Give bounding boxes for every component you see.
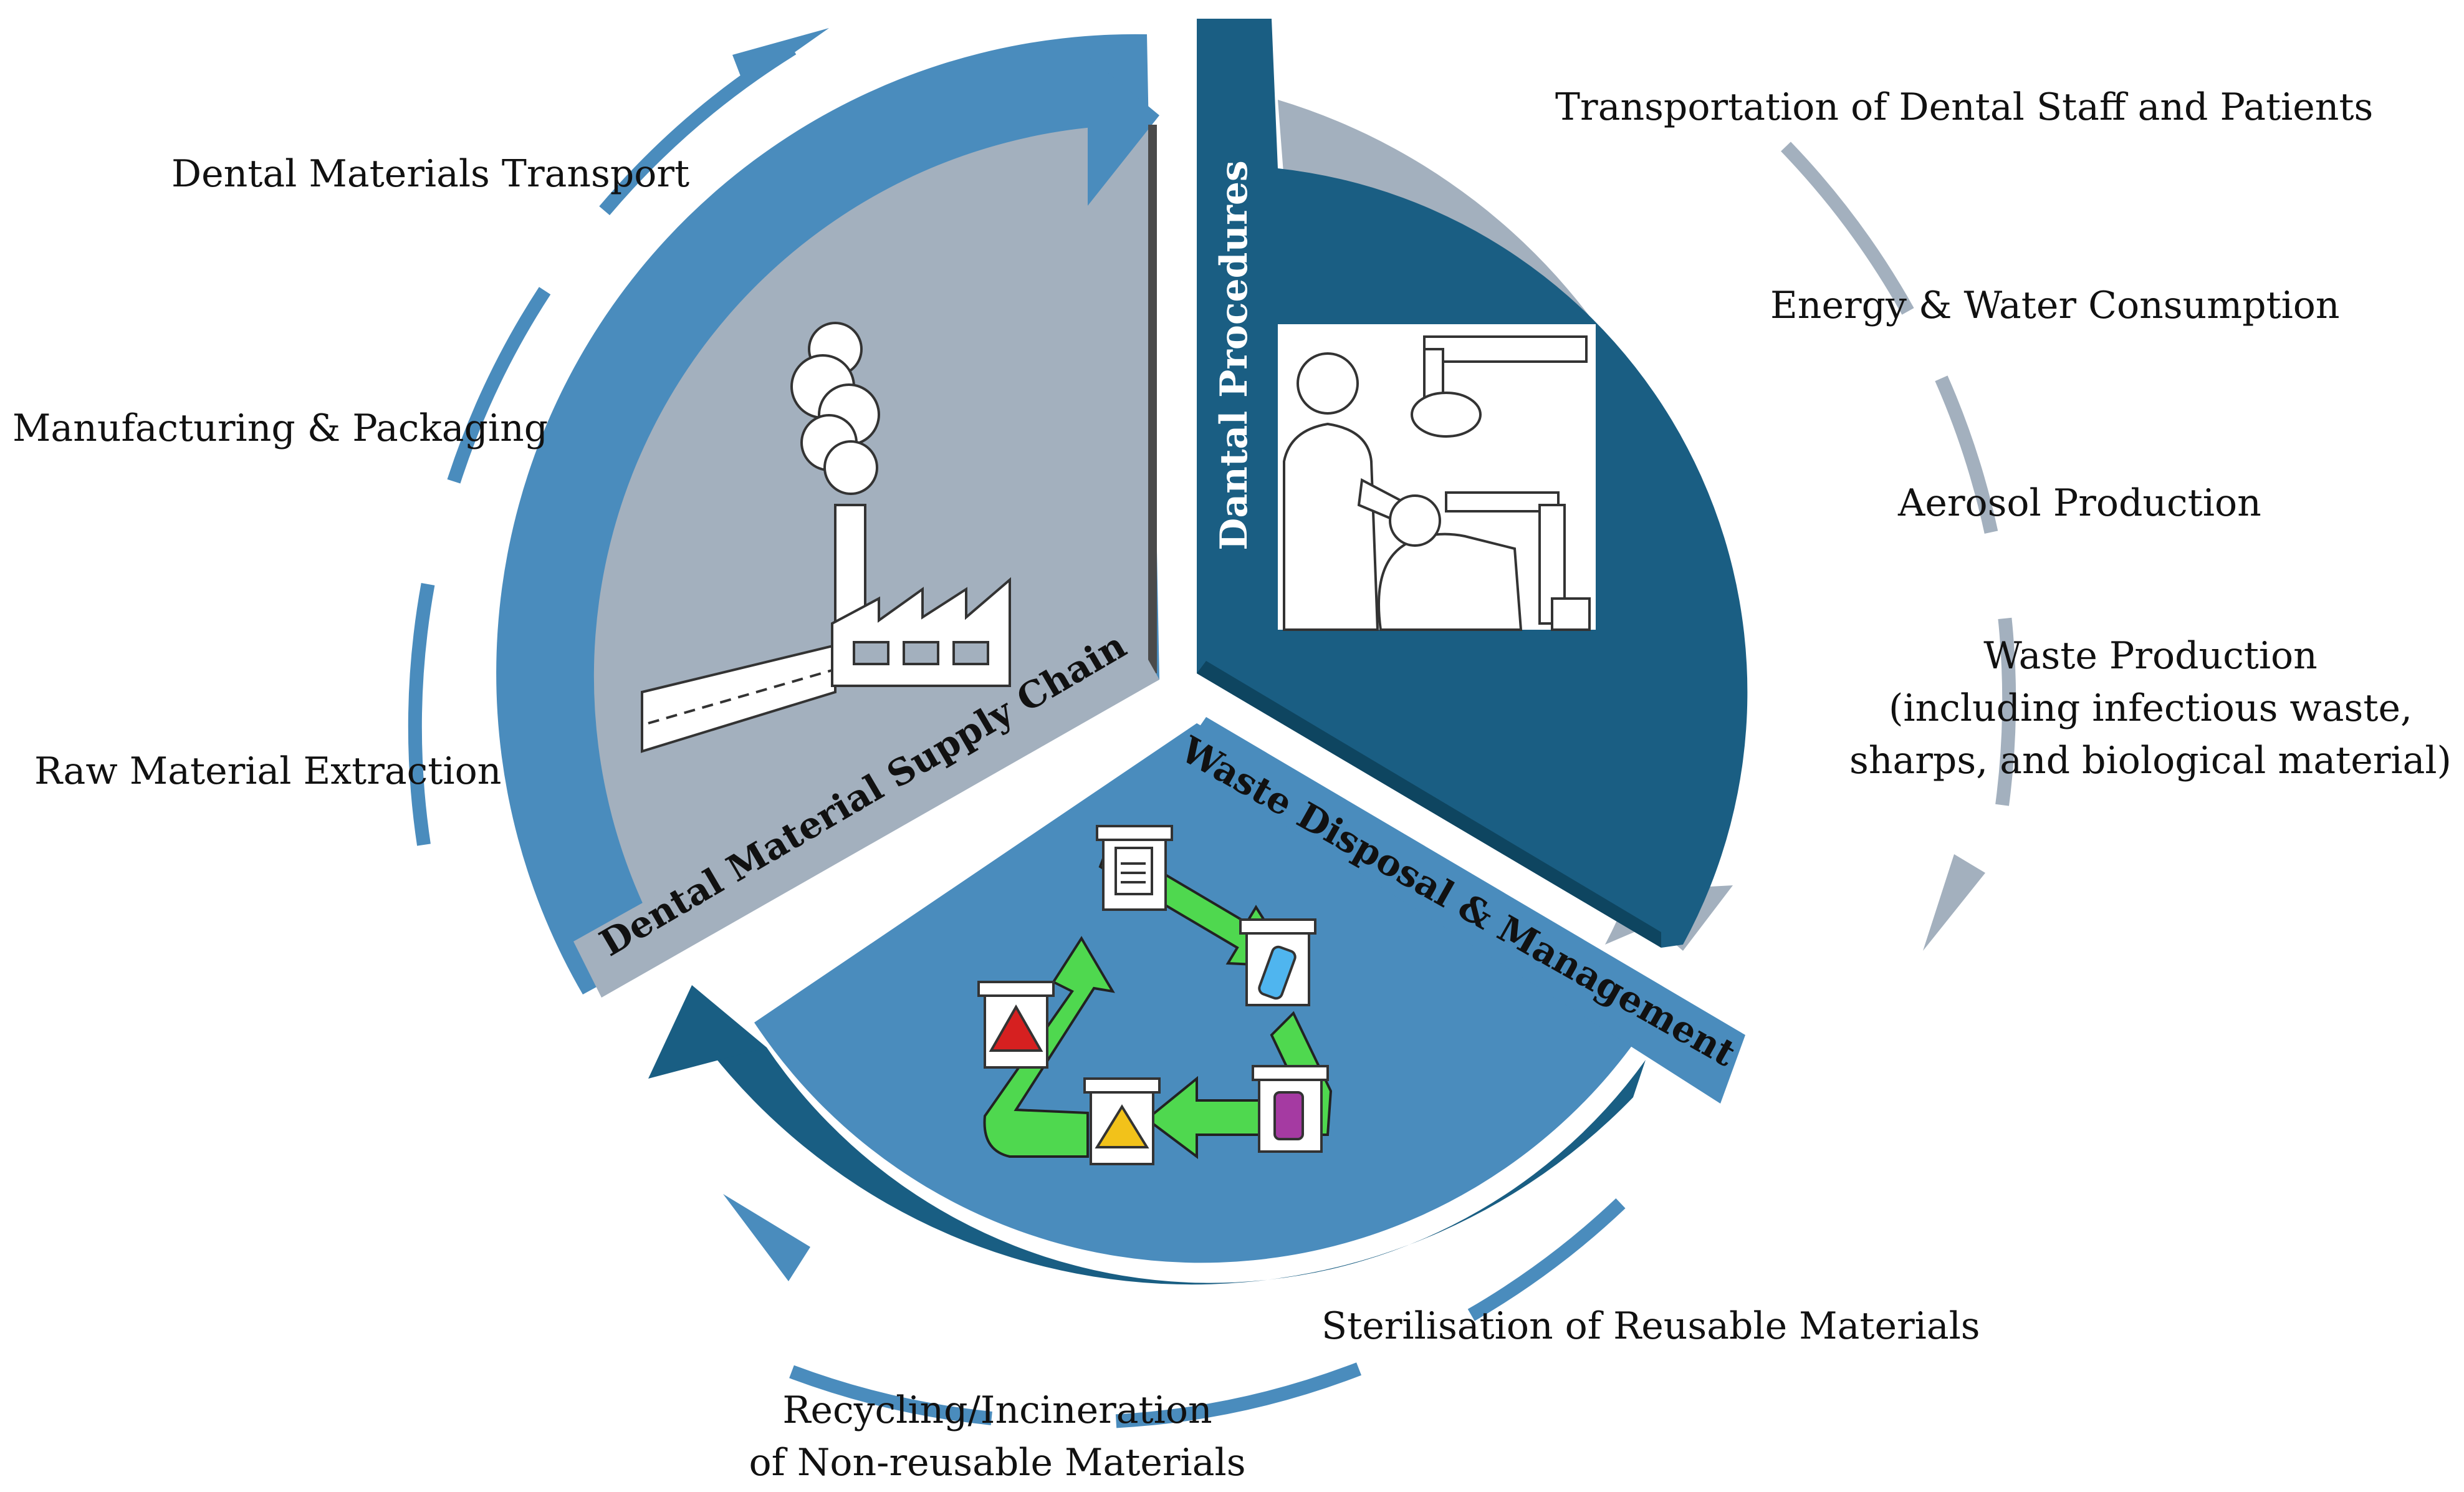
label-waste-production-line1: Waste Production bbox=[1983, 634, 2318, 678]
arrowhead-icon bbox=[723, 1194, 810, 1281]
arrowhead-icon bbox=[1088, 56, 1159, 206]
label-sterilisation: Sterilisation of Reusable Materials bbox=[1321, 1304, 1980, 1348]
arrowhead-icon bbox=[732, 28, 829, 87]
paper-waste-bin bbox=[1096, 825, 1173, 911]
label-transportation-staff-patients: Transportation of Dental Staff and Patie… bbox=[1555, 85, 2374, 129]
biohazard-icon bbox=[989, 1004, 1043, 1052]
bottle-icon bbox=[1258, 945, 1297, 1000]
radiation-hazard-icon bbox=[1095, 1104, 1149, 1148]
outer-cycle-arcs bbox=[408, 28, 2016, 1430]
biohazard-bin bbox=[977, 981, 1055, 1069]
radioactive-bin bbox=[1083, 1077, 1161, 1165]
pharmaceutical-bin bbox=[1252, 1065, 1329, 1153]
factory-icon bbox=[641, 322, 1011, 753]
procedures-title: Dantal Procedures bbox=[1212, 160, 1256, 550]
label-dental-materials-transport: Dental Materials Transport bbox=[171, 152, 690, 196]
label-recycling-line2: of Non-reusable Materials bbox=[749, 1441, 1246, 1485]
label-recycling-line1: Recycling/Incineration bbox=[782, 1389, 1212, 1432]
label-waste-production: Waste Production (including infectious w… bbox=[1839, 630, 2462, 787]
label-aerosol-production: Aerosol Production bbox=[1898, 481, 2261, 525]
pill-bottle-icon bbox=[1273, 1091, 1304, 1140]
label-recycling-incineration: Recycling/Incineration of Non-reusable M… bbox=[686, 1384, 1309, 1489]
label-raw-material-extraction: Raw Material Extraction bbox=[34, 749, 502, 793]
label-energy-water: Energy & Water Consumption bbox=[1770, 284, 2340, 327]
label-waste-production-line2: (including infectious waste, bbox=[1888, 686, 2413, 730]
document-icon bbox=[1115, 847, 1153, 895]
plastic-bottle-bin bbox=[1239, 918, 1316, 1006]
dentist-patient-icon bbox=[1278, 324, 1596, 631]
supply-chain-segment: Dental Material Supply Chain bbox=[496, 34, 1160, 998]
label-manufacturing-packaging: Manufacturing & Packaging bbox=[12, 407, 549, 450]
procedures-segment: Dantal Procedures bbox=[1197, 19, 1748, 951]
arrowhead-icon bbox=[648, 985, 767, 1079]
arrowhead-icon bbox=[1923, 854, 1985, 951]
label-waste-production-line3: sharps, and biological material) bbox=[1849, 739, 2452, 782]
